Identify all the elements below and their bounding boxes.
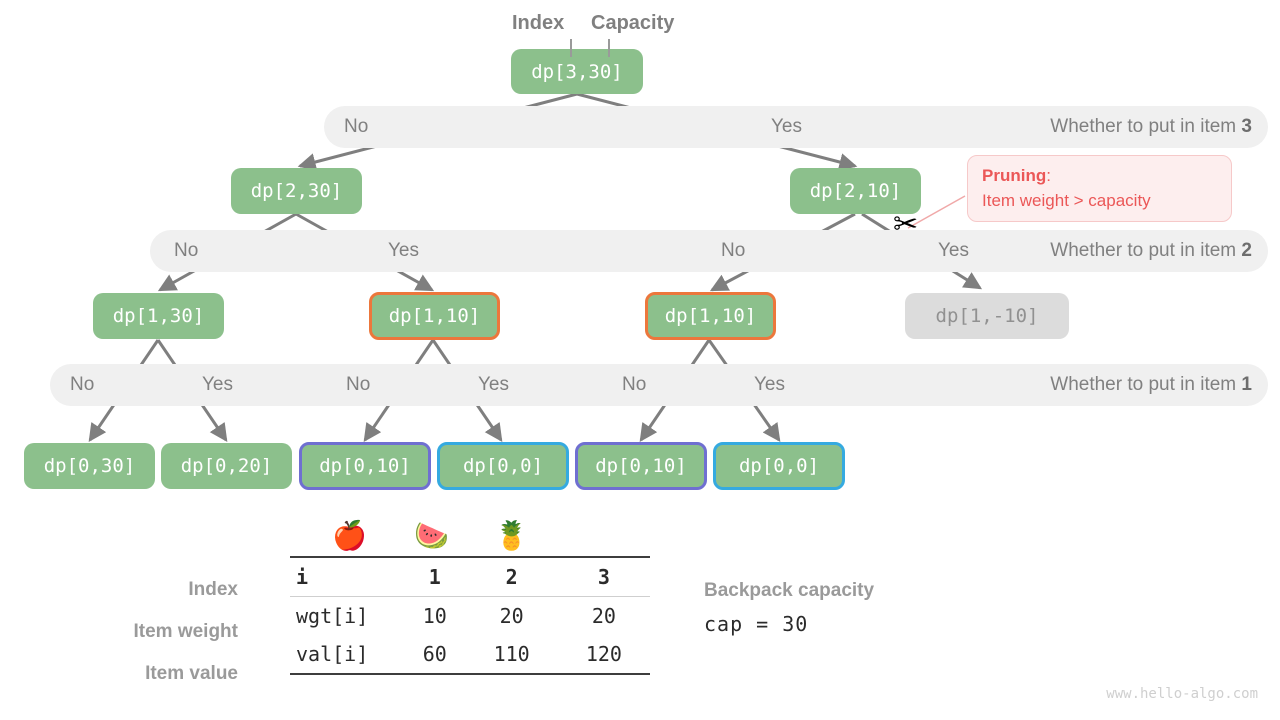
cell-val-2: 110 (465, 635, 558, 675)
index-tick (570, 39, 572, 57)
band2-yes-label: Yes (388, 240, 419, 261)
table-header-row: i 1 2 3 (290, 556, 650, 597)
cell-wgt-3: 20 (557, 596, 650, 635)
node-dp-0-0-left[interactable]: dp[0,0] (437, 442, 569, 490)
row-label-index: Index (188, 579, 238, 600)
items-table: i 1 2 3 wgt[i] 10 20 20 val[i] 60 110 12… (290, 556, 650, 675)
band3-no-label: No (344, 116, 369, 137)
band1-yes3-label: Yes (754, 374, 785, 395)
row-label-item-value: Item value (145, 663, 238, 684)
node-dp-2-30[interactable]: dp[2,30] (231, 168, 362, 214)
node-dp-0-0-right[interactable]: dp[0,0] (713, 442, 845, 490)
table-row: val[i] 60 110 120 (290, 635, 650, 675)
pruning-title: Pruning: (982, 166, 1051, 185)
node-dp-0-10-left[interactable]: dp[0,10] (299, 442, 431, 490)
watermark: www.hello-algo.com (1106, 686, 1258, 702)
decision-band-item2: No Yes No Yes Whether to put in item 2 (150, 230, 1268, 272)
decision-band-item3: No Yes Whether to put in item 3 (324, 106, 1268, 148)
band1-no3-label: No (622, 374, 647, 395)
decision-band-item1: No Yes No Yes No Yes Whether to put in i… (50, 364, 1268, 406)
node-dp-0-10-right[interactable]: dp[0,10] (575, 442, 707, 490)
band3-question: Whether to put in item 3 (1050, 116, 1252, 137)
apple-icon: 🍎 (332, 520, 367, 551)
fruit-icon-row: 🍎 🍉 🍍 (290, 518, 650, 558)
capacity-title: Backpack capacity (704, 580, 875, 601)
band1-question: Whether to put in item 1 (1050, 374, 1252, 395)
node-dp-1-neg10[interactable]: dp[1,-10] (905, 293, 1069, 339)
band2-no2-label: No (721, 240, 746, 261)
pruning-detail: Item weight > capacity (982, 191, 1151, 210)
band2-no-label: No (174, 240, 199, 261)
table-header-i: i (290, 556, 404, 597)
pineapple-icon: 🍍 (494, 520, 529, 551)
table-row: wgt[i] 10 20 20 (290, 596, 650, 635)
index-annotation-label: Index (512, 12, 565, 34)
band1-yes2-label: Yes (478, 374, 509, 395)
node-dp-0-30[interactable]: dp[0,30] (24, 443, 155, 489)
band2-question: Whether to put in item 2 (1050, 240, 1252, 261)
cell-wgt-1: 10 (404, 596, 466, 635)
band1-no2-label: No (346, 374, 371, 395)
table-header-2: 2 (465, 556, 558, 597)
node-dp-1-10-right[interactable]: dp[1,10] (645, 292, 776, 340)
band1-no-label: No (70, 374, 95, 395)
node-dp-2-10[interactable]: dp[2,10] (790, 168, 921, 214)
node-dp-1-10-left[interactable]: dp[1,10] (369, 292, 500, 340)
watermelon-icon: 🍉 (414, 520, 449, 551)
capacity-block: Backpack capacity cap = 30 (704, 580, 874, 636)
band1-yes-label: Yes (202, 374, 233, 395)
cell-wgt-label: wgt[i] (290, 596, 404, 635)
node-dp-1-30[interactable]: dp[1,30] (93, 293, 224, 339)
scissors-icon: ✂ (893, 208, 919, 241)
pruning-callout: Pruning: Item weight > capacity (967, 155, 1232, 222)
cell-val-label: val[i] (290, 635, 404, 675)
row-label-item-weight: Item weight (133, 621, 238, 642)
capacity-annotation-label: Capacity (591, 12, 675, 34)
cell-val-1: 60 (404, 635, 466, 675)
table-header-3: 3 (557, 556, 650, 597)
node-dp-3-30[interactable]: dp[3,30] (511, 49, 643, 94)
cell-val-3: 120 (557, 635, 650, 675)
cell-wgt-2: 20 (465, 596, 558, 635)
band2-yes2-label: Yes (938, 240, 969, 261)
node-dp-0-20[interactable]: dp[0,20] (161, 443, 292, 489)
capacity-tick (608, 39, 610, 57)
band3-yes-label: Yes (771, 116, 802, 137)
capacity-value: cap = 30 (704, 612, 809, 636)
table-header-1: 1 (404, 556, 466, 597)
